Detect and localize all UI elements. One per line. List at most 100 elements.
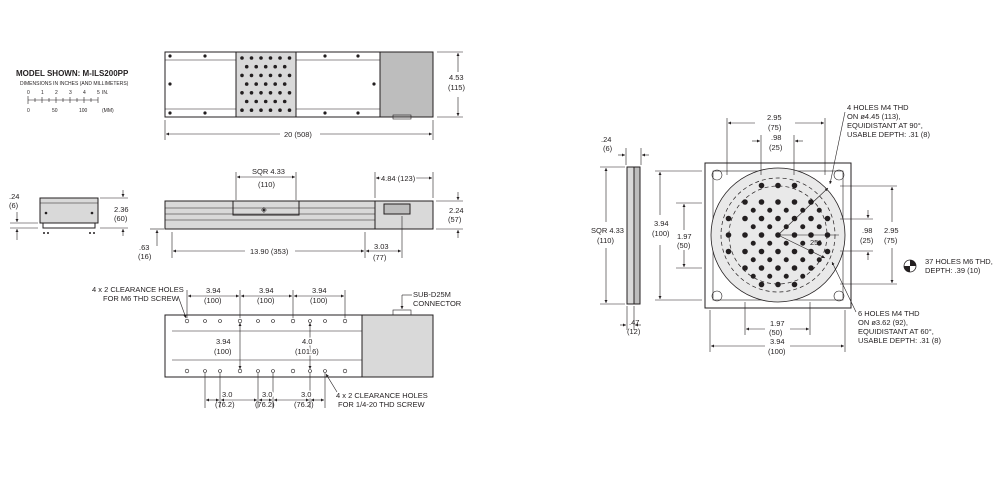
note37-line1: 37 HOLES M6 THD, <box>925 257 993 266</box>
m6-hole <box>758 232 765 238</box>
carriage-hole <box>273 64 278 69</box>
scale-mm-tick: 50 <box>52 108 58 114</box>
plan-r295-in: 2.95 <box>884 226 899 235</box>
carriage-hole <box>249 56 254 60</box>
quarter20-clearance-label-2: FOR 1/4-20 THD SCREW <box>338 400 425 409</box>
plan-top98-mm: (25) <box>769 143 783 152</box>
m6-hole <box>758 265 765 271</box>
m6-hole <box>775 182 781 189</box>
side-d47-in: .47 <box>629 318 639 327</box>
scale-in-label: IN. <box>102 90 108 96</box>
m6-hole <box>750 207 756 213</box>
note4-line2: ON ø4.45 (113), <box>847 112 901 121</box>
note6-line1: 6 HOLES M4 THD <box>858 309 920 318</box>
plan-b197-mm: (50) <box>769 328 783 337</box>
m6-hole <box>800 240 806 246</box>
bottom-p3-2-in: 3.0 <box>262 390 272 399</box>
m6-hole <box>725 215 732 222</box>
scale-in-tick: 2 <box>55 90 58 96</box>
carriage-hole <box>254 99 258 104</box>
bottom-v2-mm: (101.6) <box>295 347 319 356</box>
m6-hole <box>767 273 773 279</box>
bottom-v1-mm: (100) <box>214 347 232 356</box>
scale-in-tick: 4 <box>83 90 86 96</box>
carriage-hole <box>240 56 244 60</box>
m6-hole <box>742 199 748 205</box>
m6-hole <box>791 248 798 255</box>
end-h-mm: (60) <box>114 214 128 223</box>
carriage-hole <box>249 91 254 95</box>
bottom-pitch-2-in: 3.94 <box>259 286 274 295</box>
carriage-hole <box>240 108 244 112</box>
model-shown-title: MODEL SHOWN: M-ILS200PP <box>16 69 129 78</box>
m6-hole <box>775 281 781 288</box>
m6-hole <box>775 248 781 255</box>
carriage-hole <box>287 108 292 112</box>
m6-hole <box>783 207 789 213</box>
carriage-hole <box>282 99 287 104</box>
m6-hole <box>824 215 831 222</box>
carriage-hole <box>244 99 249 104</box>
bottom-v2-in: 4.0 <box>302 337 312 346</box>
bottom-p3-1-in: 3.0 <box>222 390 232 399</box>
carriage-hole-grid <box>240 56 292 112</box>
scale-mm-tick: 0 <box>27 108 30 114</box>
m6-hole <box>800 257 806 263</box>
carriage-hole <box>240 73 244 78</box>
bottom-pitch-1-in: 3.94 <box>206 286 221 295</box>
plan-top98-in: .98 <box>771 133 781 142</box>
carriage-hole <box>278 91 282 95</box>
m6-hole <box>808 215 814 222</box>
end-thk-mm: (6) <box>9 201 19 210</box>
m6-hole <box>816 207 822 213</box>
note6-line2: ON ø3.62 (92), <box>858 318 908 327</box>
m6-hole-grid <box>725 182 831 288</box>
plan-r295-mm: (75) <box>884 236 898 245</box>
m6-hole <box>791 215 798 222</box>
m6-hole <box>758 281 765 288</box>
m6-clearance-holes <box>184 318 348 374</box>
m6-hole <box>758 215 765 222</box>
end-thk-in: .24 <box>9 192 19 201</box>
scale-in-tick: 3 <box>69 90 72 96</box>
front-sqr: SQR 4.33 <box>252 167 285 176</box>
carriage-hole <box>249 108 254 112</box>
bottom-pitch-3-mm: (100) <box>310 296 328 305</box>
m6-hole <box>758 182 765 189</box>
m6-hole <box>742 232 748 238</box>
front-height-in: 2.24 <box>449 206 464 215</box>
carriage-hole <box>282 82 287 86</box>
carriage-hole <box>287 73 292 78</box>
carriage-hole <box>263 64 268 69</box>
m6-hole <box>758 199 765 205</box>
carriage-hole <box>263 82 268 86</box>
m6-hole <box>791 281 798 288</box>
carriage-hole <box>259 108 263 112</box>
bottom-p3-1-mm: (76.2) <box>215 400 235 409</box>
carriage-hole <box>259 56 263 60</box>
angle-label: 25° <box>810 238 821 247</box>
carriage-hole <box>263 99 268 104</box>
m6-hole <box>800 207 806 213</box>
m6-hole <box>758 248 765 255</box>
carriage-hole <box>249 73 254 78</box>
bottom-pitch-2-mm: (100) <box>257 296 275 305</box>
target-symbol <box>903 259 917 273</box>
m6-hole <box>791 199 798 205</box>
m6-hole <box>775 265 781 271</box>
scale-in-tick: 0 <box>27 90 30 96</box>
front-sqr-mm: (110) <box>258 180 275 189</box>
m6-hole <box>791 182 798 189</box>
plan-d197-mm: (50) <box>677 241 691 250</box>
top-height-mm: (115) <box>448 83 465 92</box>
carriage-hole <box>278 56 282 60</box>
bottom-pitch-3-in: 3.94 <box>312 286 327 295</box>
m6-hole <box>800 224 806 230</box>
m6-hole <box>775 215 781 222</box>
front-height-mm: (57) <box>448 215 462 224</box>
note6-line4: USABLE DEPTH: .31 (8) <box>858 336 941 345</box>
plan-top295-mm: (75) <box>768 123 782 132</box>
plan-d394-mm: (100) <box>652 229 670 238</box>
carriage-hole <box>268 91 273 95</box>
header-block: MODEL SHOWN: M-ILS200PP DIMENSIONS IN IN… <box>16 69 129 114</box>
